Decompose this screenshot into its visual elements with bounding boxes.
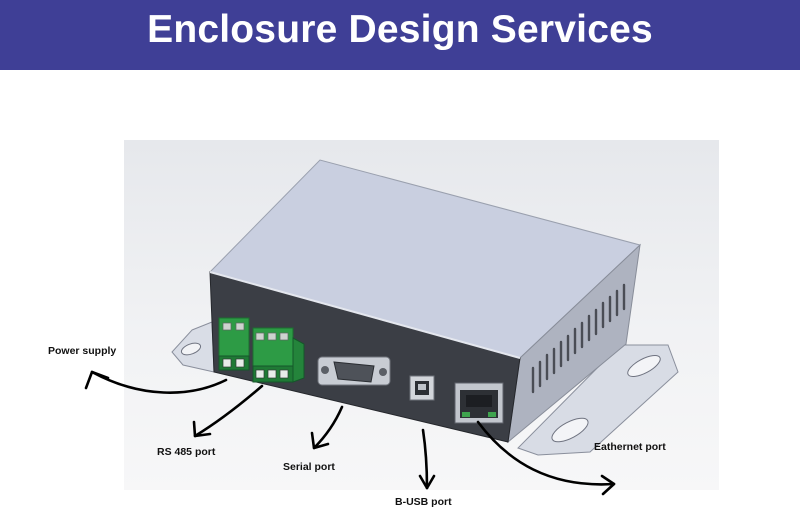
page-title: Enclosure Design Services <box>147 8 653 51</box>
arrow-power-supply <box>90 370 228 394</box>
arrow-serial <box>312 405 344 450</box>
right-flange-hole-top <box>627 355 661 377</box>
arrow-busb <box>421 428 429 490</box>
left-flange-hole <box>180 342 202 356</box>
arrow-power-supply-head <box>84 370 110 390</box>
arrow-busb-head <box>418 474 436 490</box>
power-terminal-block <box>218 317 250 371</box>
db9-serial-connector <box>317 356 391 386</box>
arrow-ethernet <box>476 420 616 486</box>
label-serial-port: Serial port <box>283 461 335 473</box>
arrow-ethernet-head <box>600 474 616 496</box>
label-power-supply: Power supply <box>48 345 117 357</box>
arrow-rs485-head <box>192 420 212 438</box>
arrow-rs485 <box>193 384 264 438</box>
arrow-serial-head <box>310 431 330 450</box>
label-rs485-port: RS 485 port <box>157 446 216 458</box>
usb-b-port <box>409 375 435 401</box>
front-top-edge <box>209 271 521 359</box>
header-bar <box>0 0 800 70</box>
rs485-terminal-block <box>252 327 305 383</box>
label-busb-port: B-USB port <box>395 496 452 508</box>
ventilation-slots <box>531 283 626 394</box>
rj45-ethernet-port <box>454 382 504 424</box>
label-ethernet-port: Eathernet port <box>594 441 666 453</box>
right-flange-hole-bottom <box>551 417 589 443</box>
